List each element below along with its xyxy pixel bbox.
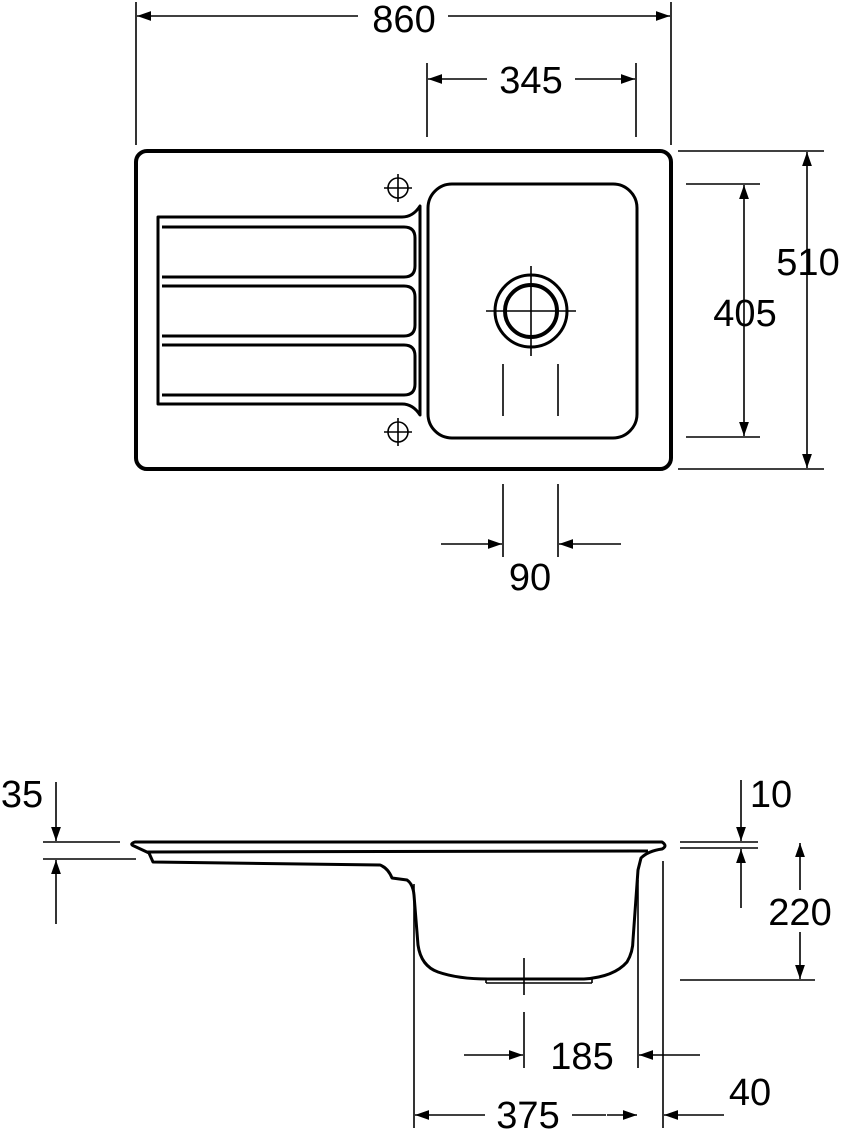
top-view: 860 345 510 405 (134, 0, 840, 599)
dimension-345: 345 (426, 60, 637, 137)
side-view: 35 10 220 185 (1, 774, 832, 1137)
label-10: 10 (750, 774, 792, 816)
sink-profile (130, 840, 667, 981)
drainer-groove (162, 284, 417, 338)
sink-outline (134, 149, 673, 471)
label-90: 90 (509, 557, 551, 599)
label-405: 405 (713, 293, 776, 335)
dimension-375: 375 (413, 884, 606, 1137)
dimension-90: 90 (441, 484, 621, 599)
label-375: 375 (496, 1095, 559, 1133)
drain (486, 266, 576, 416)
tap-hole-marker (384, 174, 412, 202)
label-345: 345 (499, 60, 562, 102)
drainer-outline (156, 204, 422, 417)
label-35: 35 (1, 774, 43, 816)
dimension-185: 185 (464, 880, 700, 1078)
drainer-groove (162, 225, 417, 279)
label-510: 510 (776, 242, 839, 284)
dimension-860: 860 (135, 0, 672, 145)
dimension-10: 10 (680, 774, 792, 908)
dimension-405: 405 (686, 183, 777, 438)
drainer-groove (162, 343, 417, 397)
dimension-40: 40 (607, 861, 771, 1128)
label-40: 40 (729, 1072, 771, 1114)
tap-hole-marker (384, 418, 412, 446)
dimension-35: 35 (1, 774, 136, 924)
label-220: 220 (768, 892, 831, 934)
label-185: 185 (550, 1036, 613, 1078)
label-860: 860 (372, 0, 435, 41)
dimension-220: 220 (680, 843, 832, 981)
rim-line (146, 849, 649, 854)
dimension-510: 510 (678, 150, 840, 470)
bowl-outline (426, 182, 639, 440)
